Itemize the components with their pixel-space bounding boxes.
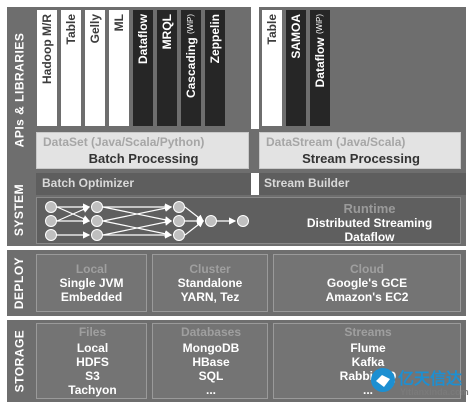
column-gap xyxy=(251,7,259,129)
dataset-api-box: DataSet (Java/Scala/Python) Batch Proces… xyxy=(36,132,249,169)
library-table: Table xyxy=(61,10,81,126)
library-mrql: MRQL xyxy=(157,10,177,126)
datastream-title: Stream Processing xyxy=(302,151,420,166)
batch-optimizer: Batch Optimizer xyxy=(42,176,135,190)
storage-databases-item: MongoDB xyxy=(182,341,240,355)
apis-libraries-label: APIs & LIBRARIES xyxy=(12,32,26,148)
storage-streams-item: Flume xyxy=(350,341,386,355)
storage-databases-item: ... xyxy=(205,383,216,397)
storage-streams-heading: Streams xyxy=(344,325,392,339)
deploy-label: DEPLOY xyxy=(12,256,26,310)
deploy-cloud-item: Amazon's EC2 xyxy=(325,290,409,304)
storage-files-item: HDFS xyxy=(76,355,109,369)
system-label: SYSTEM xyxy=(12,183,26,236)
library-dataflow: Dataflow xyxy=(133,10,153,126)
storage-files-item: Local xyxy=(76,341,109,355)
library-label: Gelly xyxy=(88,14,102,44)
runtime-line2: Dataflow xyxy=(344,230,395,244)
watermark-url: Yitianxinda.com xyxy=(400,387,469,397)
library-label: SAMOA xyxy=(289,14,303,59)
watermark-logo-icon xyxy=(371,368,395,392)
library-label: Zeppelin xyxy=(208,14,222,64)
stream-builder: Stream Builder xyxy=(264,176,350,190)
deploy-cluster-heading: Cluster xyxy=(189,262,231,276)
dataflow-graph xyxy=(45,201,249,241)
library-label: ML xyxy=(112,14,126,32)
datastream-heading: DataStream (Java/Scala) xyxy=(266,135,406,149)
library-samoa: SAMOA xyxy=(286,10,306,126)
runtime-line1: Distributed Streaming xyxy=(306,216,433,230)
datastream-api-box: DataStream (Java/Scala) Stream Processin… xyxy=(259,132,461,169)
storage-databases-heading: Databases xyxy=(180,325,242,339)
storage-files-box: Files Local HDFS S3 Tachyon xyxy=(36,323,147,399)
library-zeppelin: Zeppelin xyxy=(205,10,225,126)
storage-databases-box: Databases MongoDB HBase SQL ... xyxy=(152,323,268,399)
storage-databases-item: SQL xyxy=(198,369,224,383)
deploy-cloud-box: Cloud Google's GCE Amazon's EC2 xyxy=(273,254,461,312)
library-dataflow: Dataflow (WiP) xyxy=(310,10,330,126)
storage-files-heading: Files xyxy=(78,325,107,339)
watermark-cn: 亿天信达 xyxy=(398,369,463,388)
dataset-title: Batch Processing xyxy=(88,151,199,166)
runtime-heading: Runtime xyxy=(343,201,396,216)
library-label: Hadoop M/R xyxy=(40,14,54,84)
library-label: Dataflow (WiP) xyxy=(313,14,327,88)
library-gelly: Gelly xyxy=(85,10,105,126)
deploy-cloud-heading: Cloud xyxy=(350,262,384,276)
deploy-local-box: Local Single JVM Embedded xyxy=(36,254,147,312)
library-label: Table xyxy=(64,14,78,45)
storage-files-item: S3 xyxy=(85,369,100,383)
library-label: MRQL xyxy=(160,14,174,50)
library-label: Dataflow xyxy=(136,14,150,65)
runtime-box: Runtime Distributed Streaming Dataflow xyxy=(36,197,461,244)
storage-label: STORAGE xyxy=(12,329,26,393)
storage-databases-item: HBase xyxy=(192,355,230,369)
deploy-cluster-box: Cluster Standalone YARN, Tez xyxy=(152,254,268,312)
library-label: Table xyxy=(265,14,279,45)
deploy-local-item: Single JVM xyxy=(59,276,124,290)
deploy-local-item: Embedded xyxy=(60,290,123,304)
library-cascading: Cascading (WiP) xyxy=(181,10,201,126)
optimizer-gap xyxy=(251,173,259,195)
deploy-cluster-item: Standalone xyxy=(177,276,243,290)
watermark: 亿天信达 Yitianxinda.com xyxy=(370,365,470,405)
deploy-cluster-item: YARN, Tez xyxy=(180,290,240,304)
library-ml: ML xyxy=(109,10,129,126)
library-label: Cascading (WiP) xyxy=(184,14,198,99)
storage-files-item: Tachyon xyxy=(68,383,117,397)
storage-streams-item: ... xyxy=(362,383,373,397)
storage-streams-box: Streams Flume Kafka RabbitMQ ... xyxy=(273,323,461,399)
library-table: Table xyxy=(262,10,282,126)
deploy-cloud-item: Google's GCE xyxy=(326,276,408,290)
storage-streams-item: Kafka xyxy=(351,355,385,369)
dataset-heading: DataSet (Java/Scala/Python) xyxy=(43,135,205,149)
deploy-local-heading: Local xyxy=(75,262,108,276)
library-hadoop-m-r: Hadoop M/R xyxy=(37,10,57,126)
